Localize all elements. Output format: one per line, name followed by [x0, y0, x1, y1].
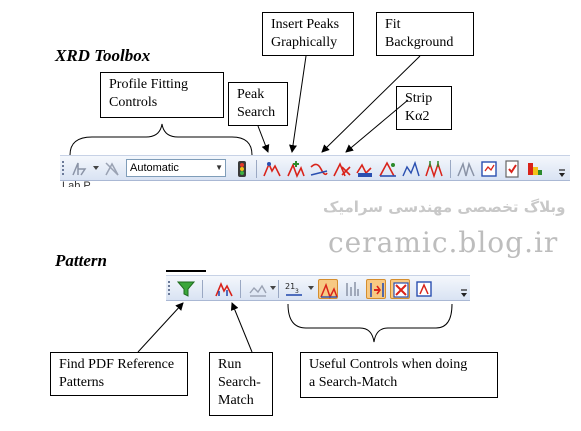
watermark-english: ceramic.blog.ir: [328, 226, 559, 259]
strip-ka2-callout: Strip Kα2: [396, 86, 452, 130]
check-document-icon[interactable]: [502, 159, 522, 179]
find-pdf-arrow: [137, 302, 184, 353]
traffic-light-icon[interactable]: [232, 159, 252, 179]
xrd-toolbar: Automatic ▼: [60, 155, 570, 181]
peak-search-callout: Peak Search: [228, 82, 288, 126]
chevron-down-icon[interactable]: [270, 286, 276, 290]
find-pdf-label: Find PDF Reference Patterns: [59, 357, 175, 390]
toolbar-separator: [450, 160, 451, 178]
insert-peaks-icon[interactable]: [286, 159, 306, 179]
strip-ka2-label: Strip Kα2: [405, 91, 433, 124]
highlighted-peak-icon[interactable]: [318, 279, 338, 299]
toolbar-grip[interactable]: [168, 281, 170, 297]
toolbar-separator: [256, 160, 257, 178]
multi-peak-icon[interactable]: [424, 159, 444, 179]
run-search-match-label: Run Search-Match: [218, 357, 261, 408]
shift-pattern-icon[interactable]: [366, 279, 386, 299]
profile-fit-dropdown-icon[interactable]: [93, 166, 99, 170]
pattern-overlay-icon[interactable]: [248, 279, 268, 299]
delete-pattern-icon[interactable]: [390, 279, 410, 299]
useful-controls-label: Useful Controls when doing a Search-Matc…: [309, 357, 468, 390]
peak-outline-icon[interactable]: [401, 159, 421, 179]
strip-ka2-arrow: [345, 99, 409, 153]
profile-fit-icon[interactable]: [70, 159, 90, 179]
profile-peak-icon[interactable]: [378, 159, 398, 179]
color-bars-icon[interactable]: [525, 159, 545, 179]
peak-search-icon[interactable]: [262, 159, 282, 179]
run-search-match-callout: Run Search-Match: [209, 352, 273, 416]
toolbar-cutoff-label: Lab P...: [62, 181, 99, 187]
insert-peaks-arrow: [289, 55, 307, 153]
fit-mode-value: Automatic: [130, 162, 179, 174]
fit-background-arrow: [321, 55, 421, 153]
fit-background-callout: Fit Background: [376, 12, 474, 56]
insert-peaks-callout: Insert Peaks Graphically: [262, 12, 354, 56]
strip-ka2-icon[interactable]: [332, 159, 352, 179]
toolbar-separator: [202, 280, 203, 298]
find-pdf-callout: Find PDF Reference Patterns: [50, 352, 188, 396]
profile-fitting-callout: Profile Fitting Controls: [100, 72, 224, 118]
profile-fitting-bracket: [69, 123, 253, 156]
toolbar-separator: [278, 280, 279, 298]
peak-search-label: Peak Search: [237, 87, 276, 120]
disabled-fit-icon[interactable]: [102, 159, 122, 179]
svg-text:3: 3: [295, 288, 299, 295]
useful-controls-bracket: [287, 303, 453, 343]
fit-mode-combo[interactable]: Automatic ▼: [126, 159, 226, 177]
chevron-down-icon[interactable]: [308, 286, 314, 290]
pattern-heading: Pattern: [55, 251, 107, 270]
toolbar-overflow-icon[interactable]: [552, 159, 565, 179]
chevron-down-icon[interactable]: ▼: [215, 163, 223, 172]
peak-search-arrow: [257, 125, 270, 153]
toolbar-overflow-icon[interactable]: [454, 279, 467, 299]
run-search-match-arrow: [230, 302, 253, 353]
filter-funnel-icon[interactable]: [176, 279, 196, 299]
peak-list-icon[interactable]: [456, 159, 476, 179]
watermark-farsi: وبلاگ تخصصی مهندسی سرامیک: [323, 198, 566, 216]
svg-text:21: 21: [285, 282, 295, 291]
search-match-icon[interactable]: [214, 279, 234, 299]
smooth-icon[interactable]: [355, 159, 375, 179]
toolbar-grip[interactable]: [62, 161, 64, 177]
fit-background-icon[interactable]: [309, 159, 329, 179]
report-icon[interactable]: [479, 159, 499, 179]
stick-pattern-icon[interactable]: [342, 279, 362, 299]
xrd-toolbox-heading: XRD Toolbox: [55, 46, 151, 65]
useful-controls-callout: Useful Controls when doing a Search-Matc…: [300, 352, 498, 398]
fit-background-label: Fit Background: [385, 17, 454, 50]
pattern-window-icon[interactable]: [414, 279, 434, 299]
toolbar-separator: [240, 280, 241, 298]
pattern-toolbar-tab: [166, 270, 206, 272]
profile-fitting-label: Profile Fitting Controls: [109, 77, 188, 110]
insert-peaks-label: Insert Peaks Graphically: [271, 17, 340, 50]
